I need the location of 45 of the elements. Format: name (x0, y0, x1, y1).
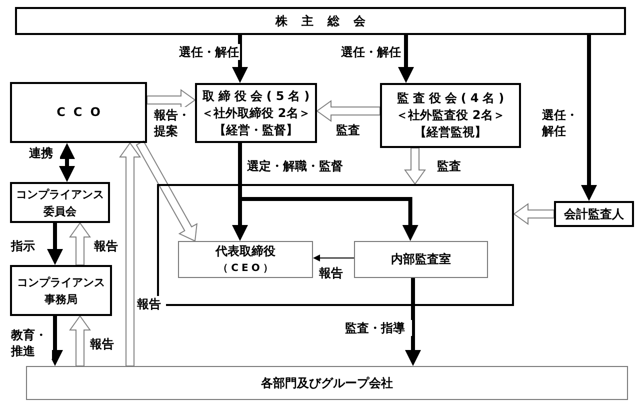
auditor-box (554, 201, 634, 227)
office-box (10, 265, 112, 316)
node-text: CCO (56, 104, 108, 121)
board-box (195, 83, 317, 143)
arrow (405, 278, 421, 366)
node-text: 各部門及びグループ会社 (261, 374, 393, 392)
officer-box (10, 82, 147, 143)
meeting-box (15, 7, 626, 35)
node-text: コンプライアンス事務局 (16, 274, 106, 308)
arrow (136, 140, 198, 242)
arrow (398, 35, 414, 83)
arrow (313, 254, 354, 262)
arrow (513, 203, 554, 225)
node-text: ＜社外監査役 2名＞ (396, 107, 505, 124)
board-box (380, 83, 521, 148)
arrow (69, 222, 91, 266)
arrow (119, 142, 141, 366)
arrow (59, 143, 75, 182)
arrow (69, 315, 91, 366)
node-text: 株主総会 (276, 12, 380, 30)
edge-label: 選任・解任 (340, 44, 402, 60)
edge-label: 選任・解任 (178, 44, 240, 60)
node-text: コンプライアンス委員会 (15, 186, 105, 220)
department-box (26, 366, 628, 400)
arrow (238, 143, 418, 241)
edge-label: 監査・指導 (344, 320, 412, 336)
edge-label: 教育・推進 (10, 327, 52, 359)
arrow (47, 223, 63, 265)
node-text: 代表取締役 (216, 242, 276, 260)
node-text: 監査役会(4名) (396, 90, 508, 107)
node-text: ＜社外取締役 2名＞ (202, 104, 310, 122)
arrow (404, 148, 426, 185)
node-text: 【経営監視】 (414, 124, 486, 141)
arrow (316, 100, 380, 122)
node-text: （CEO） (218, 262, 276, 276)
node-text: 取締役会(5名) (202, 88, 314, 104)
edge-label: 報告 (136, 296, 166, 312)
executive-box (178, 241, 313, 278)
arrow (232, 35, 248, 83)
edge-label: 連携 (28, 145, 60, 161)
node-text: 会計監査人 (564, 206, 624, 222)
node-text: 【経営・監督】 (214, 122, 298, 138)
office-box (354, 241, 488, 278)
arrow (581, 35, 597, 201)
node-text: 内部監査室 (391, 251, 451, 268)
